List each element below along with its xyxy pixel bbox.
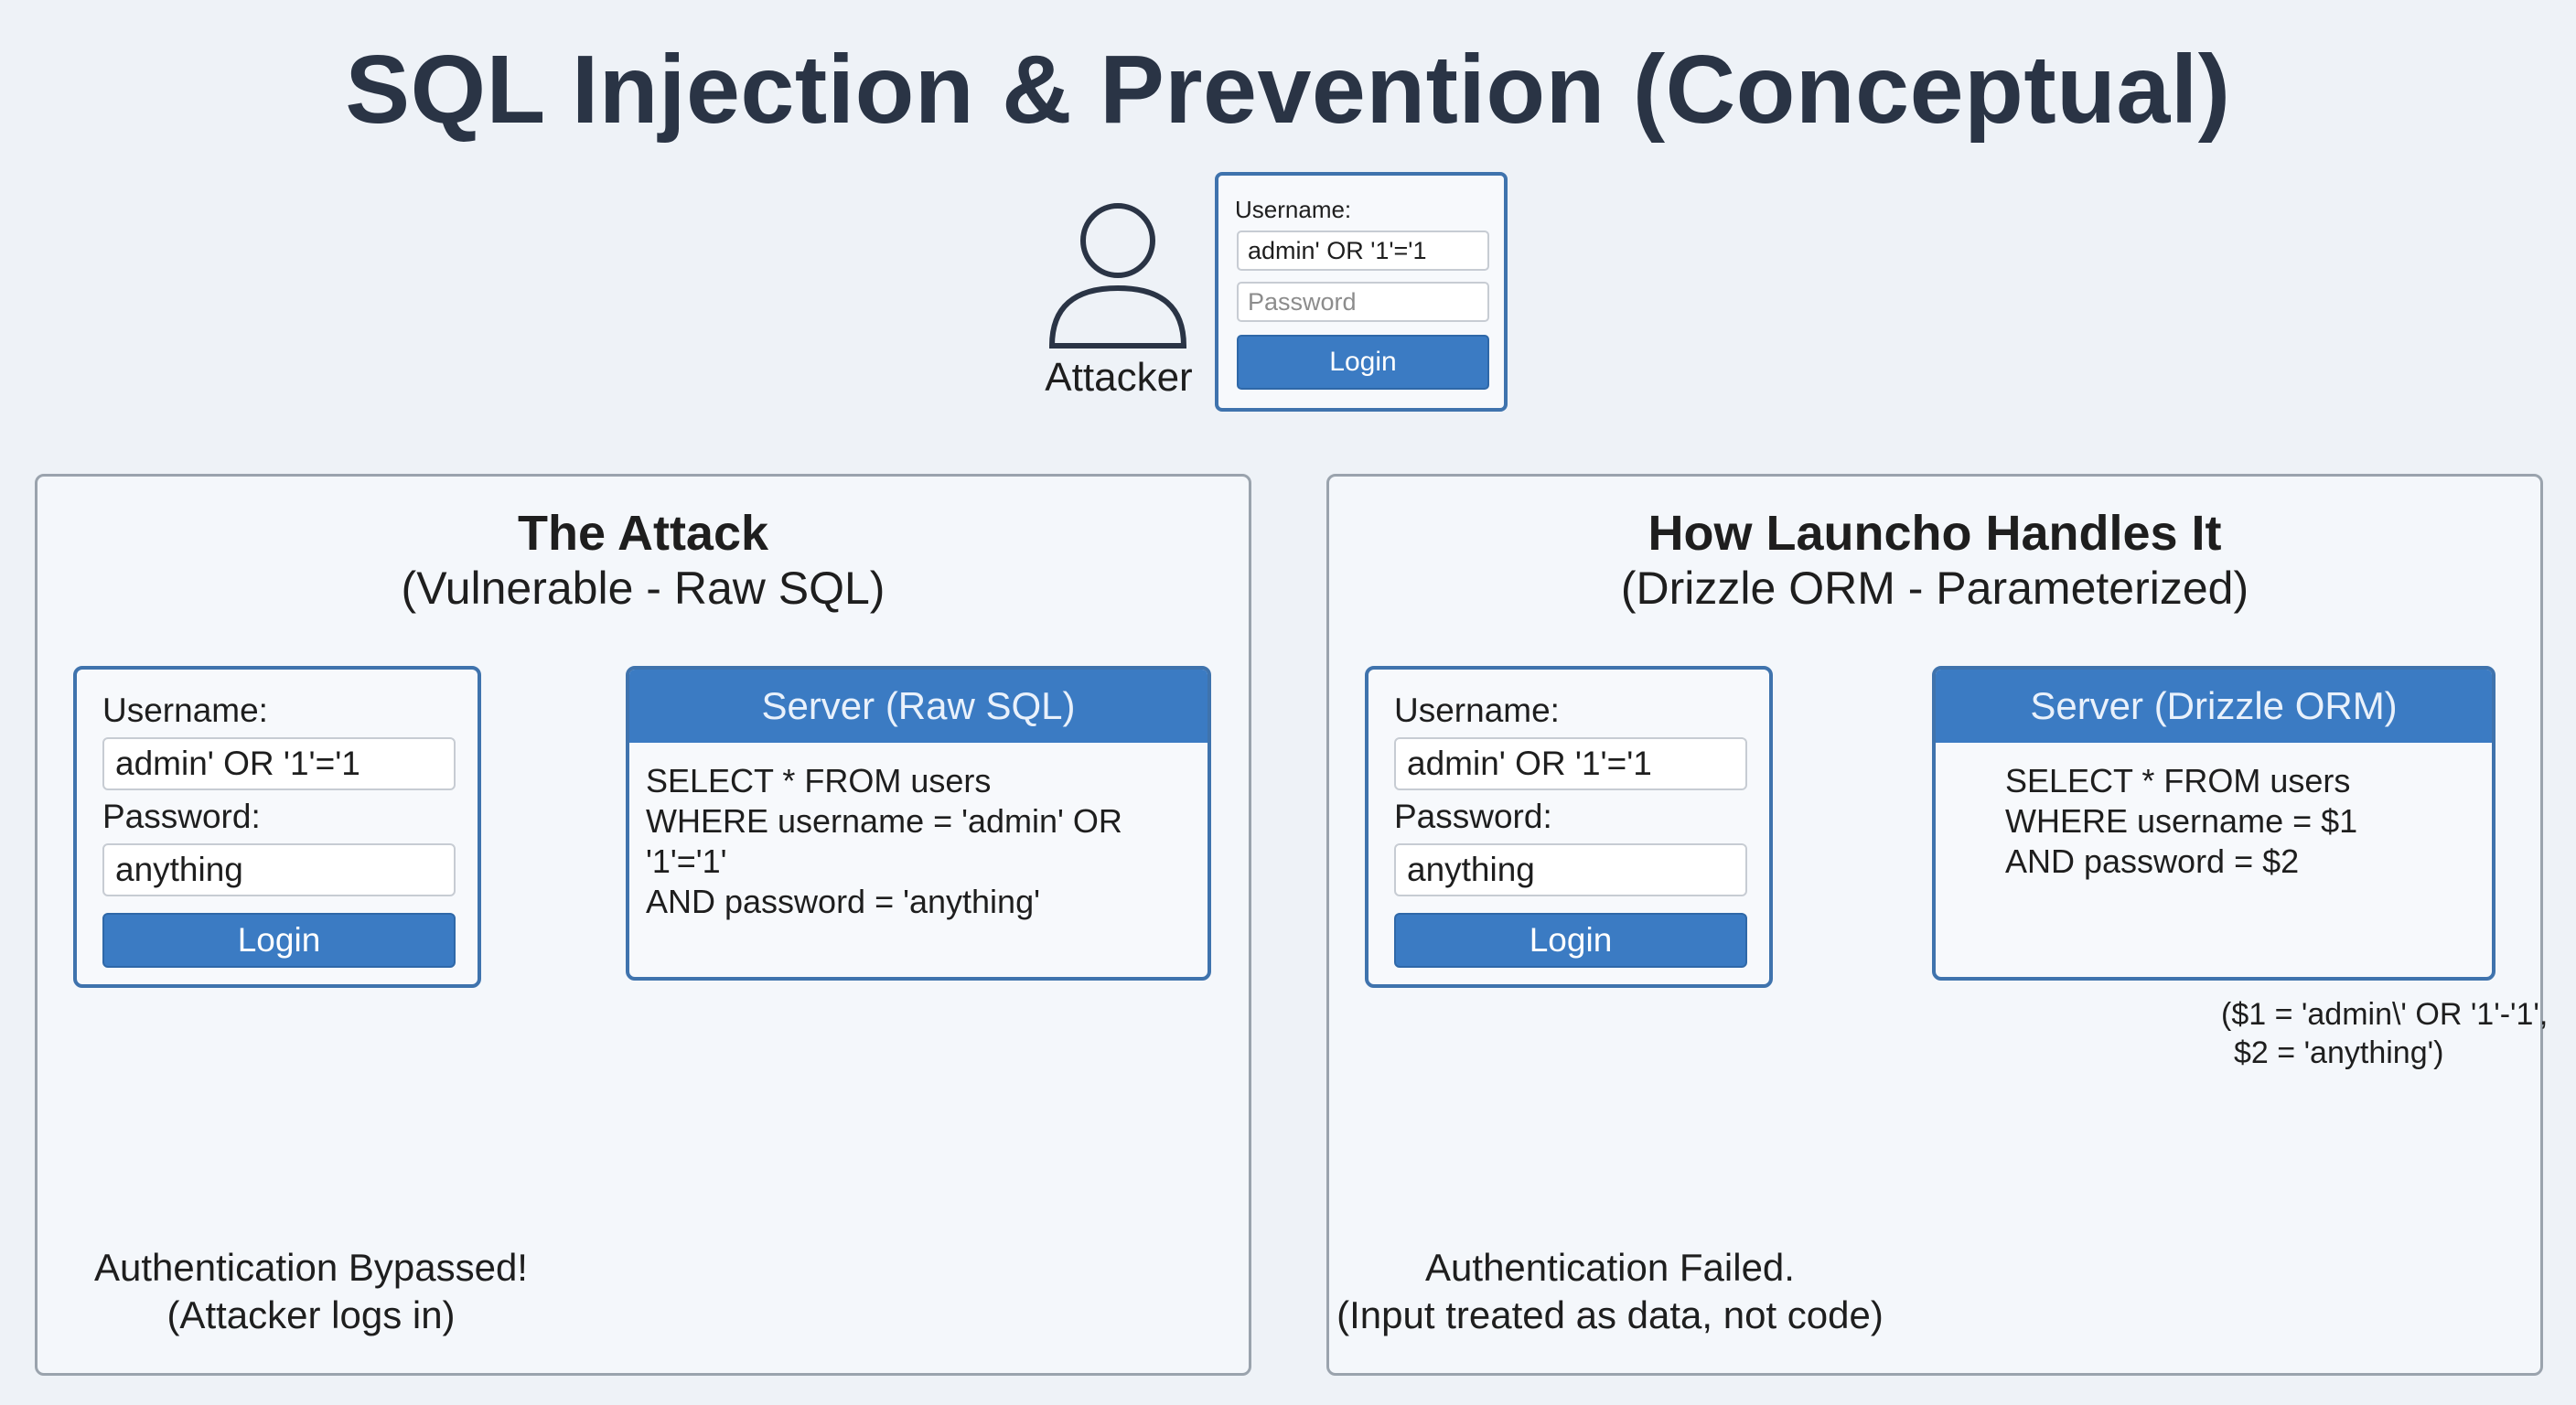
attack-result-caption: Authentication Bypassed! (Attacker logs … [37, 1244, 585, 1339]
result-line: (Input treated as data, not code) [1336, 1293, 1884, 1336]
password-label: Password: [102, 798, 261, 835]
attacker-label: Attacker [1045, 355, 1193, 400]
password-input[interactable]: anything [102, 843, 456, 896]
page-title: SQL Injection & Prevention (Conceptual) [345, 36, 2231, 144]
username-input[interactable]: admin' OR '1'='1 [102, 737, 456, 790]
sql-line: WHERE username = 'admin' OR '1'='1' [646, 802, 1122, 880]
attacker-login-form: Username: admin' OR '1'='1 Password Logi… [1215, 172, 1508, 412]
sql-line: WHERE username = $1 [2005, 802, 2358, 840]
sql-line: AND password = 'anything' [646, 883, 1040, 920]
login-button[interactable]: Login [102, 913, 456, 968]
login-button[interactable]: Login [1394, 913, 1747, 968]
prevention-login-form: Username: admin' OR '1'='1 Password: any… [1365, 666, 1773, 988]
sql-line: SELECT * FROM users [646, 762, 992, 799]
prevention-panel-title: How Launcho Handles It [1648, 506, 2222, 561]
param-line: ($1 = 'admin\' OR '1'-'1', [2221, 997, 2549, 1032]
sql-line: SELECT * FROM users [2005, 762, 2351, 799]
prevention-result-caption: Authentication Failed. (Input treated as… [1308, 1244, 1912, 1339]
username-input[interactable]: admin' OR '1'='1 [1394, 737, 1747, 790]
username-input[interactable]: admin' OR '1'='1 [1237, 231, 1489, 271]
result-line: (Attacker logs in) [166, 1293, 456, 1336]
attack-panel-title: The Attack [517, 506, 769, 561]
server-title: Server (Raw SQL) [629, 670, 1208, 743]
result-line: Authentication Failed. [1425, 1246, 1795, 1289]
username-label: Username: [1394, 692, 1560, 729]
login-button[interactable]: Login [1237, 335, 1489, 390]
password-input[interactable]: anything [1394, 843, 1747, 896]
password-input[interactable]: Password [1237, 282, 1489, 322]
sql-line: AND password = $2 [2005, 842, 2300, 880]
result-line: Authentication Bypassed! [94, 1246, 528, 1289]
attack-login-form: Username: admin' OR '1'='1 Password: any… [73, 666, 481, 988]
attack-panel-subtitle: (Vulnerable - Raw SQL) [401, 563, 886, 614]
param-line: $2 = 'anything') [2234, 1035, 2444, 1070]
attacker-icon [1048, 203, 1187, 349]
server-title: Server (Drizzle ORM) [1936, 670, 2492, 743]
sql-query: SELECT * FROM users WHERE username = $1 … [1936, 743, 2492, 900]
raw-sql-server: Server (Raw SQL) SELECT * FROM users WHE… [626, 666, 1211, 981]
sql-query: SELECT * FROM users WHERE username = 'ad… [629, 743, 1208, 940]
password-label: Password: [1394, 798, 1552, 835]
parameter-values: ($1 = 'admin\' OR '1'-'1', $2 = 'anythin… [2221, 995, 2549, 1072]
username-label: Username: [1235, 196, 1352, 223]
orm-server: Server (Drizzle ORM) SELECT * FROM users… [1932, 666, 2496, 981]
username-label: Username: [102, 692, 268, 729]
prevention-panel-subtitle: (Drizzle ORM - Parameterized) [1620, 563, 2249, 614]
